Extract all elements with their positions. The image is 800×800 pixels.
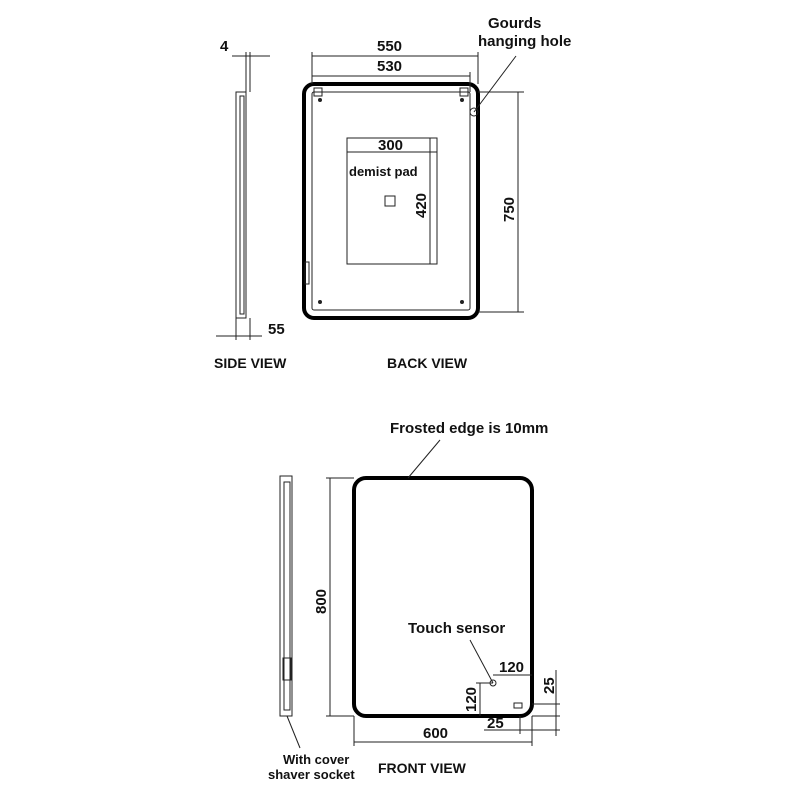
hanging-hole-label-2: hanging hole [478,33,571,50]
outer-width-dim: 550 [377,38,402,55]
side-view-label: SIDE VIEW [214,355,287,371]
back-height-dim: 750 [501,197,518,222]
pad-width-dim: 300 [378,137,403,154]
back-view-label: BACK VIEW [387,355,468,371]
offset-bottom-dim: 25 [487,715,504,732]
side-view-top: 4 55 SIDE VIEW [214,38,287,371]
front-width-dim: 600 [423,725,448,742]
front-view-label: FRONT VIEW [378,760,467,776]
back-view: demist pad 300 420 550 530 750 Gourds ha… [302,15,571,371]
touch-sensor-label: Touch sensor [408,620,505,637]
shaver-socket-label-2: shaver socket [268,767,355,782]
shaver-socket-label-1: With cover [283,752,349,767]
hanging-hole-label-1: Gourds [488,15,541,32]
front-height-dim: 800 [313,589,330,614]
pad-height-dim: 420 [413,193,430,218]
side-view-bottom: With cover shaver socket [268,475,355,782]
side-thickness-dim: 4 [220,38,229,55]
side-depth-dim: 55 [268,321,285,338]
sensor-x-dim: 120 [499,659,524,676]
frosted-edge-label: Frosted edge is 10mm [390,420,548,437]
demist-pad-label: demist pad [349,164,418,179]
inner-width-dim: 530 [377,58,402,75]
offset-right-dim: 25 [541,677,558,694]
sensor-y-dim: 120 [463,687,480,712]
front-view: Frosted edge is 10mm Touch sensor 120 12… [313,420,560,776]
